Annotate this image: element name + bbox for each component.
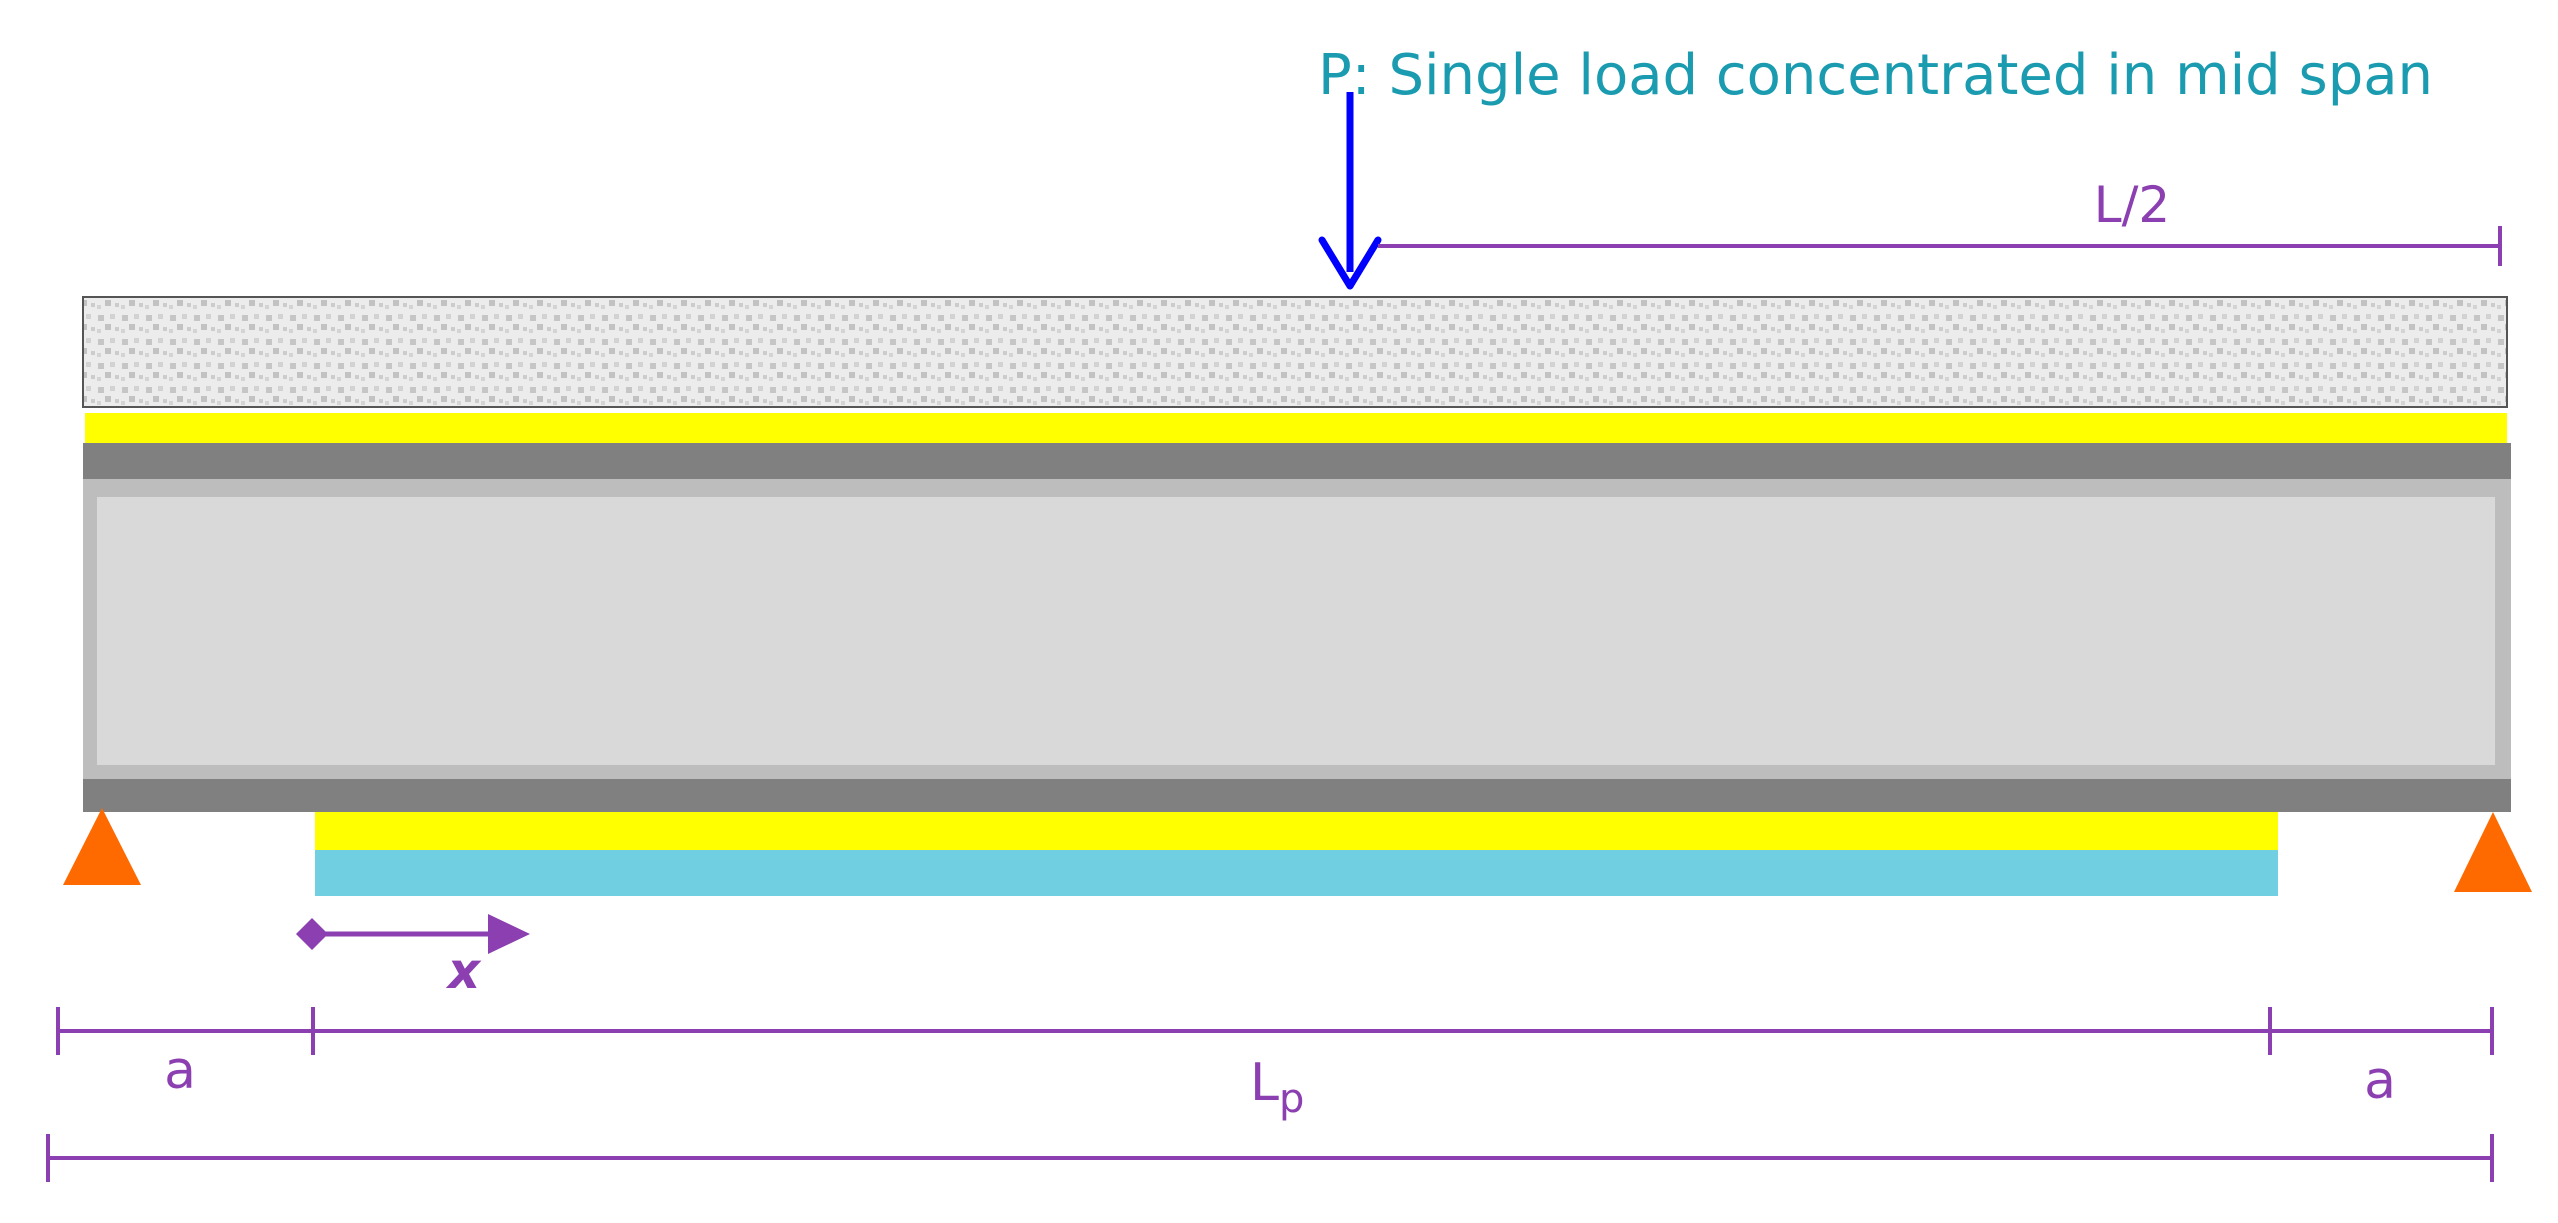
lp-label-sub: p [1279,1076,1304,1122]
segment-dimension [56,1007,2494,1055]
lp-label: Lp [1250,1053,1304,1122]
left-support [63,808,141,885]
half-span-label: L/2 [2094,176,2171,234]
a-right-label: a [2364,1051,2396,1111]
frp-plate [315,850,2278,896]
half-span-dimension [1378,226,2502,266]
x-axis-arrow-icon [296,914,530,954]
lp-label-main: L [1250,1053,1279,1113]
load-label: P: Single load concentrated in mid span [1318,43,2433,108]
x-label: x [445,942,482,1000]
concrete-slab [82,296,2508,408]
top-flange [83,443,2511,479]
bottom-flange [83,779,2511,812]
bottom-bonding-layer [315,812,2278,850]
right-support [2454,812,2532,892]
top-bonding-layer [85,413,2507,443]
beam-web-inner [97,497,2495,765]
load-arrow-icon [1318,92,1382,290]
total-span-dimension [46,1134,2494,1182]
a-left-label: a [164,1041,196,1101]
